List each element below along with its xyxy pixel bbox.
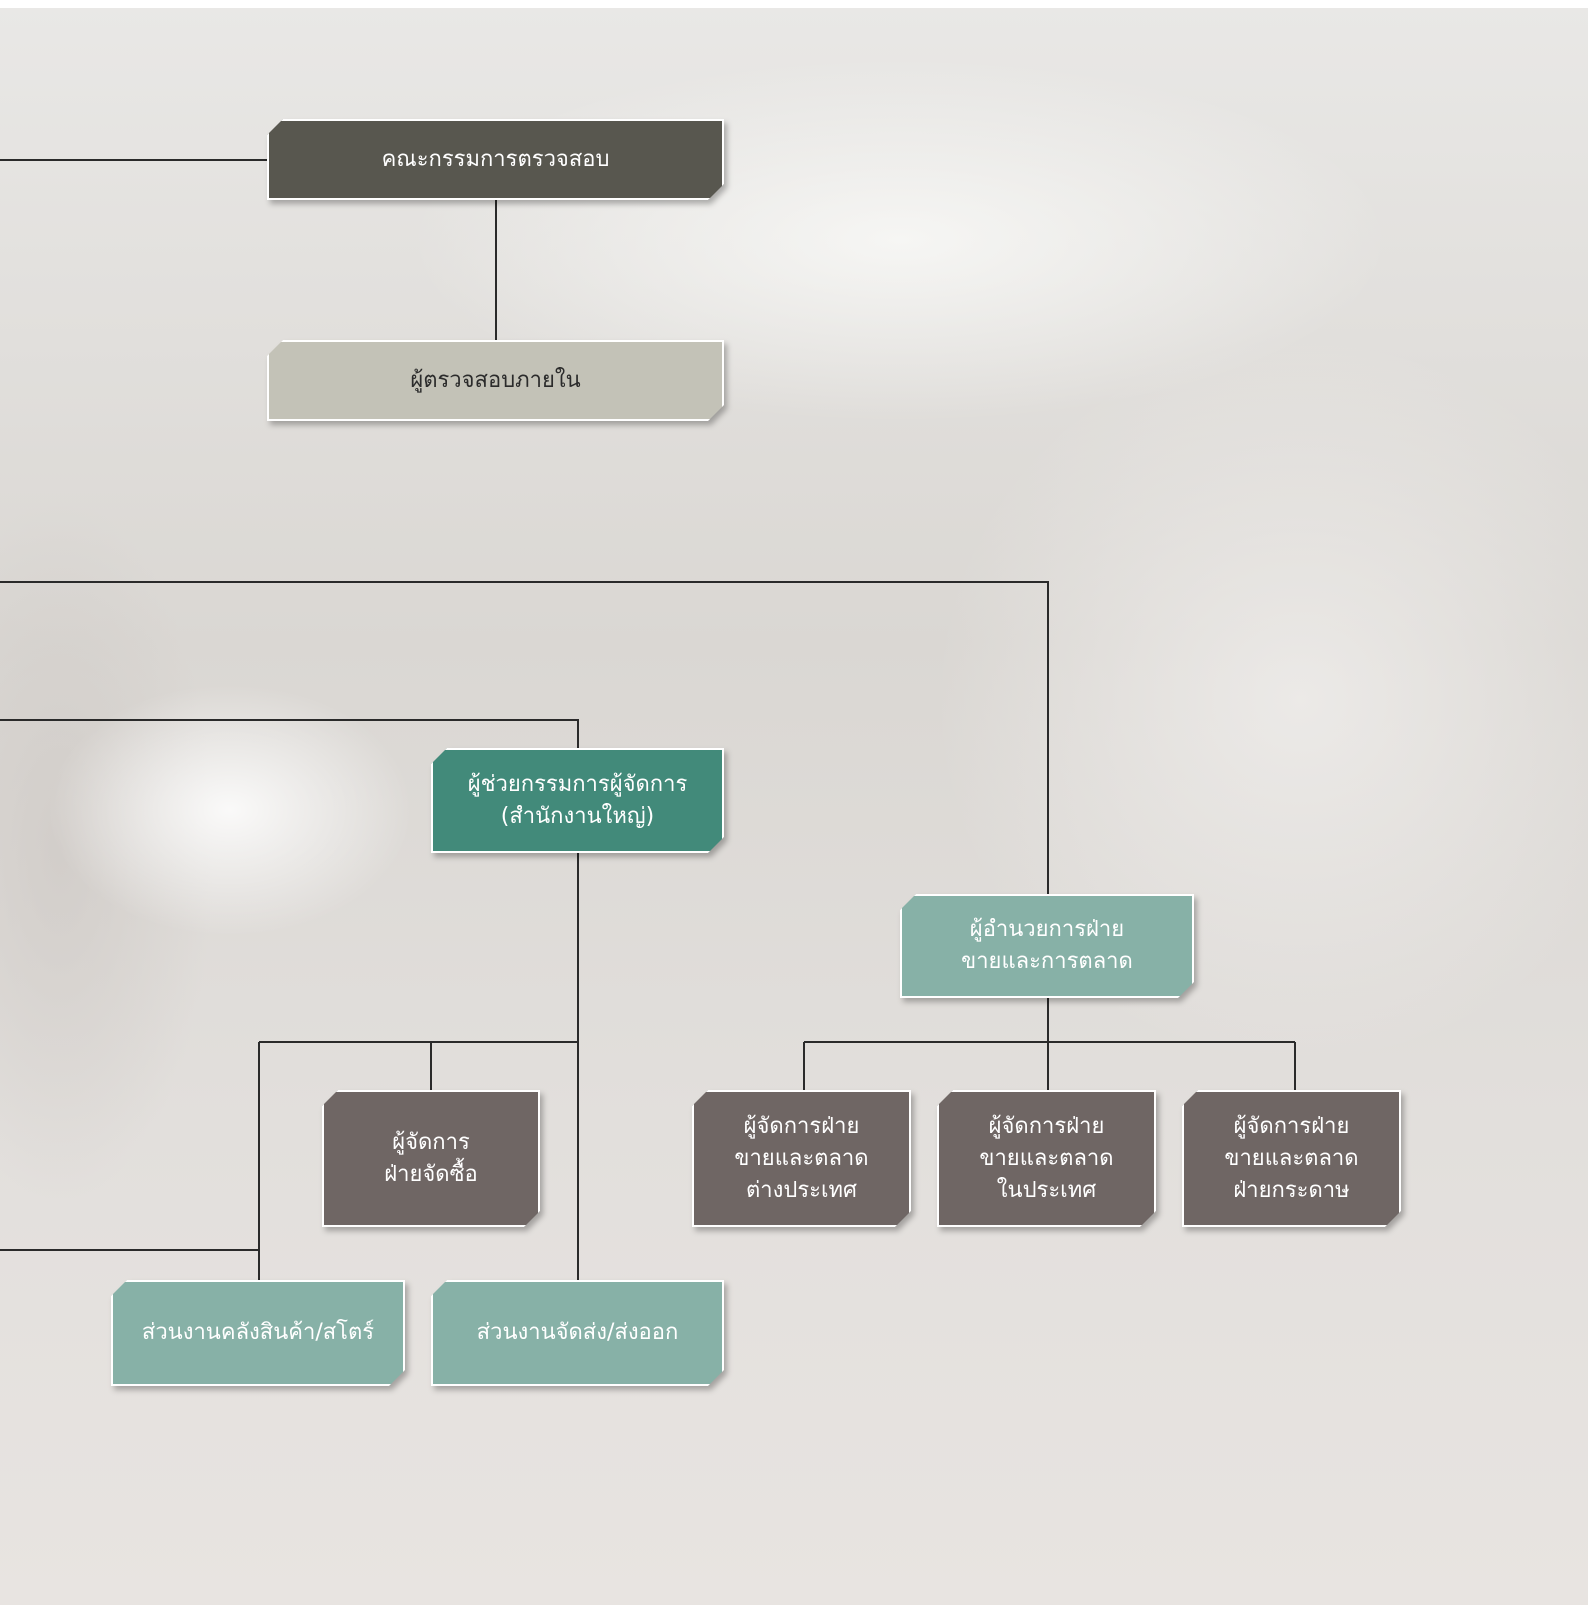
assistant-md-node: ผู้ช่วยกรรมการผู้จัดการ (สำนักงานใหญ่) bbox=[431, 748, 724, 853]
assistant-md-label: ผู้ช่วยกรรมการผู้จัดการ (สำนักงานใหญ่) bbox=[431, 748, 724, 853]
sales-director-label: ผู้อำนวยการฝ่าย ขายและการตลาด bbox=[900, 894, 1194, 998]
domestic-sales-manager-label: ผู้จัดการฝ่าย ขายและตลาด ในประเทศ bbox=[937, 1090, 1156, 1227]
shipping-export-label: ส่วนงานจัดส่ง/ส่งออก bbox=[431, 1280, 724, 1386]
top-white-strip bbox=[0, 0, 1588, 8]
shipping-export-node: ส่วนงานจัดส่ง/ส่งออก bbox=[431, 1280, 724, 1386]
intl-sales-manager-node: ผู้จัดการฝ่าย ขายและตลาด ต่างประเทศ bbox=[692, 1090, 911, 1227]
domestic-sales-manager-node: ผู้จัดการฝ่าย ขายและตลาด ในประเทศ bbox=[937, 1090, 1156, 1227]
audit-committee-label: คณะกรรมการตรวจสอบ bbox=[267, 119, 724, 200]
purchasing-manager-node: ผู้จัดการ ฝ่ายจัดซื้อ bbox=[322, 1090, 540, 1227]
warehouse-store-label: ส่วนงานคลังสินค้า/สโตร์ bbox=[111, 1280, 405, 1386]
internal-auditor-label: ผู้ตรวจสอบภายใน bbox=[267, 340, 724, 421]
connector-assistant-md bbox=[0, 719, 579, 748]
sales-director-node: ผู้อำนวยการฝ่าย ขายและการตลาด bbox=[900, 894, 1194, 998]
purchasing-manager-label: ผู้จัดการ ฝ่ายจัดซื้อ bbox=[322, 1090, 540, 1227]
paper-sales-manager-node: ผู้จัดการฝ่าย ขายและตลาด ฝ่ายกระดาษ bbox=[1182, 1090, 1401, 1227]
intl-sales-manager-label: ผู้จัดการฝ่าย ขายและตลาด ต่างประเทศ bbox=[692, 1090, 911, 1227]
warehouse-store-node: ส่วนงานคลังสินค้า/สโตร์ bbox=[111, 1280, 405, 1386]
connector-sales-director bbox=[0, 581, 1049, 894]
paper-sales-manager-label: ผู้จัดการฝ่าย ขายและตลาด ฝ่ายกระดาษ bbox=[1182, 1090, 1401, 1227]
internal-auditor-node: ผู้ตรวจสอบภายใน bbox=[267, 340, 724, 421]
audit-committee-node: คณะกรรมการตรวจสอบ bbox=[267, 119, 724, 200]
